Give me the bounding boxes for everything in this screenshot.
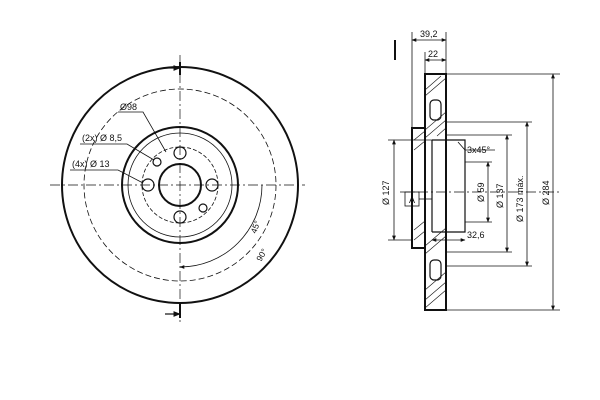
bolt-hole-right [205,178,219,192]
leader-bolt-holes [70,169,144,184]
vent-upper [429,99,442,121]
label-hub-height: 32,6 [467,230,485,240]
section-view: 39,2 22 Ø 127 A 3x45° Ø 59 32,6 Ø 137 [381,29,560,311]
hat-outline [411,127,425,249]
label-outer-diameter: Ø 284 [541,180,551,205]
label-overall-thickness: 39,2 [420,29,438,39]
bolt-hole-left [141,178,155,192]
hub-face [432,139,466,233]
small-hole-upper-left [152,157,162,167]
label-datum: A [409,195,415,205]
angle-45-arc [220,184,239,227]
angle-90-arc [179,184,263,269]
small-hole-lower-right [198,203,208,213]
label-bolt-holes: (4x) Ø 13 [72,159,110,169]
chamfer-leader [457,141,466,151]
vent-lower [429,259,442,281]
bolt-hole-bottom [173,210,187,224]
label-angle-45: 45° [248,219,262,235]
label-small-holes: (2x) Ø 8,5 [82,133,122,143]
bolt-hole-top [173,146,187,160]
leader-pcd [118,111,167,153]
label-bore-diameter: Ø 59 [476,182,486,202]
leader-small-holes [80,143,155,161]
hat-inner-edge [127,132,233,238]
front-view: Ø98 (2x) Ø 8,5 (4x) Ø 13 45° 90° [50,55,305,322]
label-hat-diameter: Ø 127 [381,180,391,205]
label-pcd: Ø98 [120,102,137,112]
center-bore [158,163,202,207]
label-chamfer: 3x45° [467,145,491,155]
label-max-diameter: Ø 173 máx. [515,175,525,222]
label-angle-90: 90° [254,247,269,263]
friction-ring-boundary [83,88,277,282]
label-disc-thickness: 22 [428,49,438,59]
label-inner-diameter: Ø 137 [495,183,505,208]
